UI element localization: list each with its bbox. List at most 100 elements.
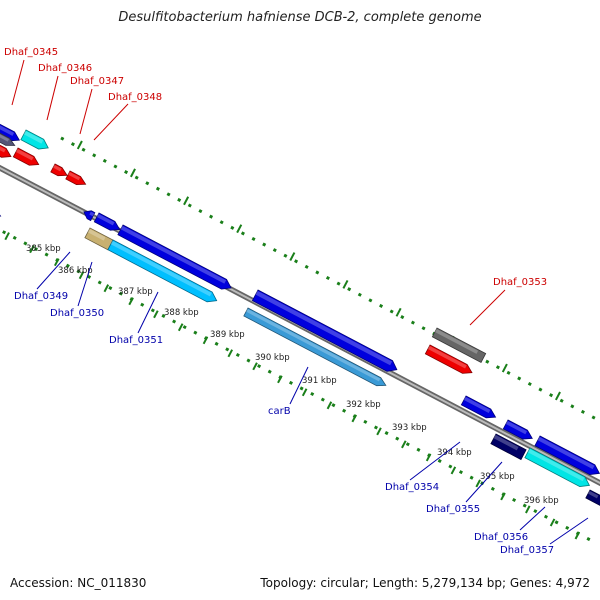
gene-arrow-blue-long: [117, 224, 232, 290]
kbp-label: 387 kbp: [118, 287, 153, 297]
gene-label-leader: [93, 103, 129, 141]
kbp-label: 385 kbp: [26, 244, 61, 254]
lower-major-tick: [500, 492, 506, 501]
gene-label-leader: [46, 75, 59, 121]
gene-label-leader: [77, 261, 93, 307]
lower-major-tick: [227, 349, 234, 358]
upper-major-tick: [501, 363, 508, 373]
kbp-label: 395 kbp: [480, 472, 515, 482]
lower-major-tick: [128, 297, 134, 306]
kbp-label: 386 kbp: [58, 266, 93, 276]
lower-major-tick: [177, 323, 184, 332]
upper-major-tick: [129, 168, 136, 178]
gene-label-dhaf-0347: Dhaf_0347: [70, 76, 124, 87]
lower-major-tick: [549, 518, 556, 527]
lower-major-tick: [277, 375, 283, 384]
lower-major-tick: [401, 440, 407, 449]
gene-arrow-dhaf-0346: [20, 129, 49, 150]
gene-box-dhaf-0350: [84, 227, 114, 251]
lower-major-tick: [153, 310, 159, 319]
lower-major-tick: [450, 466, 457, 475]
gene-arrow-dhaf-0356: [524, 447, 591, 487]
upper-major-tick: [236, 224, 243, 234]
gene-label-leader: [289, 366, 309, 405]
lower-major-tick: [376, 427, 382, 436]
gene-label-dhaf-0350: Dhaf_0350: [50, 308, 104, 319]
gene-label-leader: [11, 59, 25, 106]
genome-summary-label: Topology: circular; Length: 5,279,134 bp…: [260, 576, 590, 590]
lower-major-tick: [202, 336, 209, 345]
gene-arrow-dhaf-0349: [93, 212, 121, 231]
gene-arrow-dhaf-0345: [0, 117, 20, 142]
lower-major-tick: [29, 245, 35, 254]
gene-box-dhaf-0357: [585, 489, 600, 507]
gene-arrow-small-blue: [83, 210, 96, 222]
gene-box-dhaf-0355: [490, 433, 527, 461]
kbp-label: 388 kbp: [164, 308, 199, 318]
gene-label-leader: [36, 251, 71, 290]
kbp-label: 393 kbp: [392, 423, 427, 433]
lower-major-tick: [103, 284, 110, 293]
upper-tick-rail: [60, 136, 600, 423]
gene-arrow-carb-upper: [251, 289, 398, 372]
upper-major-tick: [395, 307, 402, 317]
gene-label-dhaf-0346: Dhaf_0346: [38, 63, 92, 74]
lower-major-tick: [252, 362, 258, 371]
lower-major-tick: [574, 531, 581, 540]
gene-label-leader: [549, 517, 589, 545]
gene-label-leader: [137, 291, 159, 334]
lower-tick-rail: [0, 228, 595, 544]
lower-major-tick: [525, 505, 531, 514]
accession-label: Accession: NC_011830: [10, 576, 147, 590]
gene-label-dhaf-0348: Dhaf_0348: [108, 92, 162, 103]
upper-major-tick: [342, 279, 349, 289]
gene-arrow-dhaf-0351: [107, 239, 218, 303]
gene-label-leader: [409, 441, 461, 481]
gene-label-dhaf-0351: Dhaf_0351: [109, 335, 163, 346]
lower-major-tick: [4, 232, 10, 241]
kbp-label: 394 kbp: [437, 448, 472, 458]
gene-arrow-blue-left: [0, 205, 2, 217]
kbp-label: 391 kbp: [302, 376, 337, 386]
lower-major-tick: [326, 401, 333, 410]
gene-box-grey: [431, 327, 487, 363]
kbp-label: 392 kbp: [346, 400, 381, 410]
lower-major-tick: [301, 388, 308, 397]
gene-arrow-carb: [243, 307, 387, 387]
gene-label-dhaf-0356: Dhaf_0356: [474, 532, 528, 543]
gene-label-dhaf-0345: Dhaf_0345: [4, 47, 58, 58]
map-title: Desulfitobacterium hafniense DCB-2, comp…: [118, 10, 482, 25]
gene-arrow-blue-far: [534, 435, 600, 475]
gene-arrow-dhaf-0345-b: [0, 127, 16, 146]
upper-major-tick: [76, 140, 83, 150]
lower-major-tick: [475, 479, 481, 488]
gene-label-dhaf-0349: Dhaf_0349: [14, 291, 68, 302]
gene-arrow-dhaf-0347: [12, 147, 40, 166]
gene-arrow-red-1: [0, 140, 12, 158]
gene-label-dhaf-0355: Dhaf_0355: [426, 504, 480, 515]
upper-major-tick: [289, 252, 296, 261]
gene-arrow-blue-right: [502, 419, 533, 440]
gene-arrow-dhaf-0353: [424, 344, 473, 374]
gene-arrow-dhaf-0348: [65, 170, 87, 185]
gene-arrow-dhaf-0354: [460, 395, 497, 419]
kbp-label: 390 kbp: [255, 353, 290, 363]
gene-label-leader: [469, 289, 506, 326]
gene-label-leader: [79, 88, 93, 135]
lower-major-tick: [425, 453, 432, 462]
gene-label-dhaf-0353: Dhaf_0353: [493, 277, 547, 288]
gene-label-leader: [465, 461, 503, 503]
lower-major-tick: [53, 258, 60, 267]
gene-label-dhaf-0357: Dhaf_0357: [500, 545, 554, 556]
upper-major-tick: [554, 391, 561, 401]
lower-major-tick: [78, 271, 85, 280]
kbp-label: 389 kbp: [210, 330, 245, 340]
lower-major-tick: [351, 414, 357, 423]
kbp-label: 396 kbp: [524, 496, 559, 506]
gene-label-leader: [519, 506, 546, 531]
gene-label-dhaf-0354: Dhaf_0354: [385, 482, 439, 493]
gene-arrow-red-2: [50, 163, 68, 177]
gene-label-carb: carB: [268, 406, 291, 417]
